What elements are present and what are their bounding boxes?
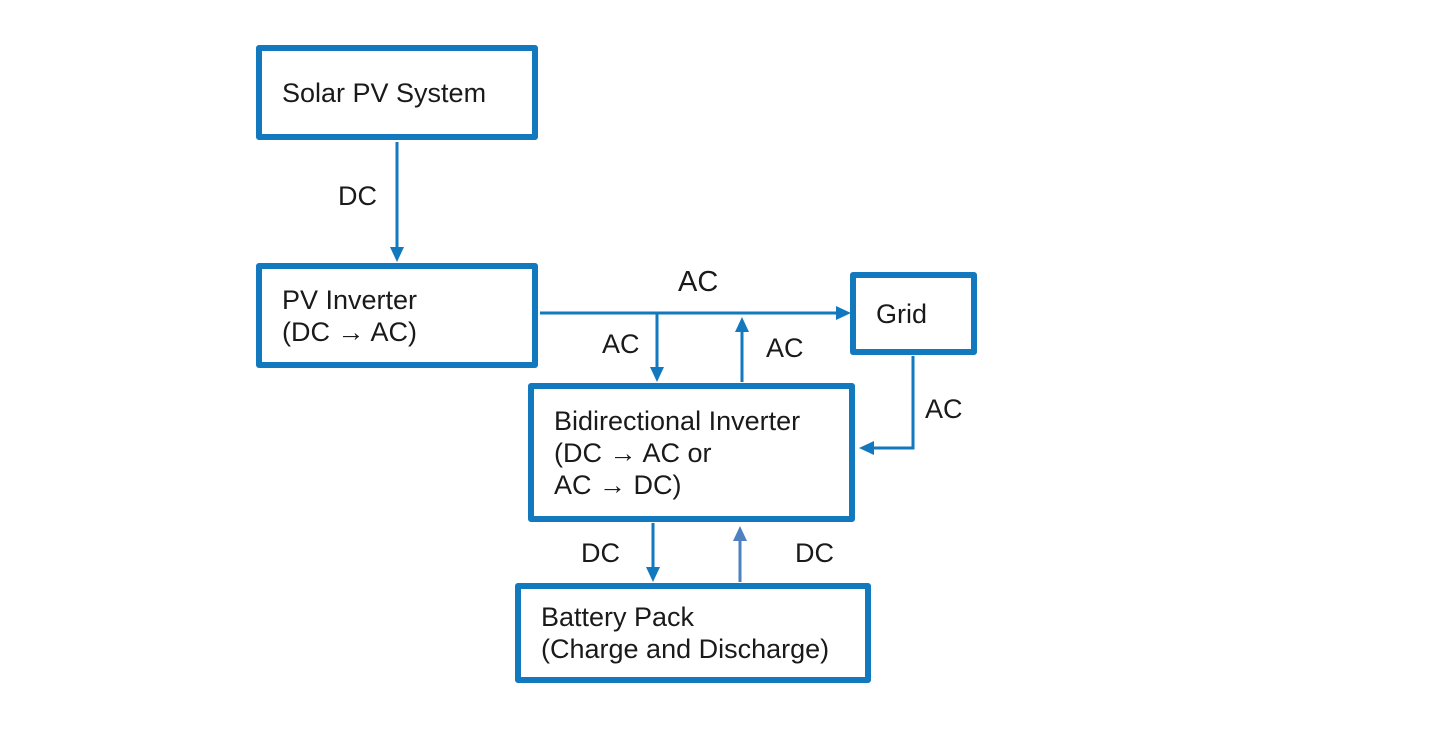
node-grid: Grid: [850, 272, 977, 355]
edge-label-ac-pv-inverter-to-grid: AC: [678, 266, 719, 298]
edge-label-dc-solar-to-pv-inverter: DC: [338, 181, 377, 211]
node-battery-pack-label-line2: (Charge and Discharge): [541, 634, 830, 664]
node-pv-inverter-label-line1: PV Inverter: [282, 284, 418, 315]
node-bidirectional-inverter-label-line3: AC → DC): [554, 469, 682, 500]
connector-pv-inverter-to-grid: [540, 306, 851, 320]
node-solar-pv-system-label: Solar PV System: [282, 77, 487, 108]
node-battery-pack: Battery Pack (Charge and Discharge): [515, 583, 871, 683]
edge-label-dc-battery-to-bidirectional: DC: [795, 538, 834, 568]
node-bidirectional-inverter-label-line2: (DC → AC or: [554, 437, 712, 468]
connector-line-to-bidirectional: [650, 314, 664, 382]
node-solar-pv-system: Solar PV System: [256, 45, 538, 140]
edge-label-ac-grid-to-bidirectional: AC: [925, 394, 963, 424]
node-bidirectional-inverter: Bidirectional Inverter (DC → AC or AC → …: [528, 383, 855, 522]
edge-label-ac-bidirectional-to-line: AC: [766, 333, 804, 363]
edge-label-dc-bidirectional-to-battery: DC: [581, 538, 620, 568]
edge-label-ac-line-to-bidirectional: AC: [602, 329, 640, 359]
connector-bidirectional-to-battery: [646, 523, 660, 582]
node-pv-inverter-label-line2: (DC → AC): [282, 316, 417, 347]
connector-solar-to-pv-inverter: [390, 142, 404, 262]
node-grid-label: Grid: [876, 298, 928, 329]
connector-grid-to-bidirectional: [859, 356, 915, 455]
connector-battery-to-bidirectional: [733, 526, 747, 582]
node-battery-pack-label-line1: Battery Pack: [541, 602, 695, 632]
connector-bidirectional-to-line: [735, 317, 749, 382]
node-pv-inverter: PV Inverter (DC → AC): [256, 263, 538, 368]
node-bidirectional-inverter-label-line1: Bidirectional Inverter: [554, 405, 801, 436]
